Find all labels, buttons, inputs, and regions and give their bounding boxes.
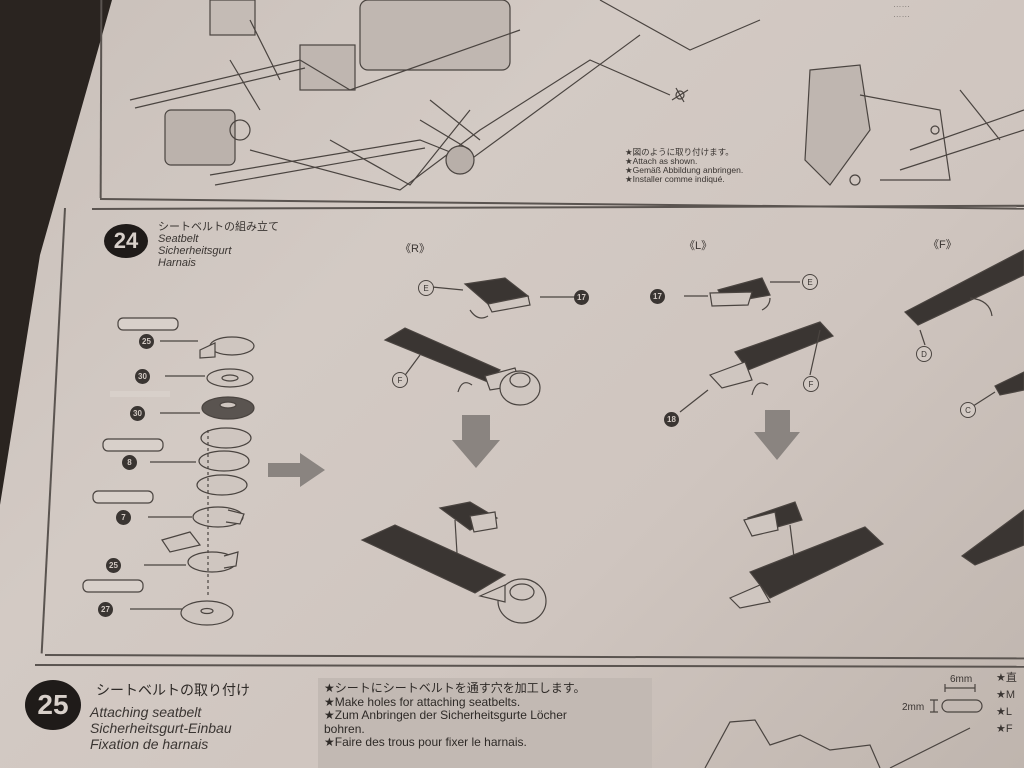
side-note-4: ★F bbox=[996, 723, 1013, 735]
callout-e-right: E bbox=[418, 280, 434, 296]
note-fr: ★Installer comme indiqué. bbox=[625, 174, 725, 184]
part-number-6: 25 bbox=[106, 558, 121, 573]
side-note-3: ★L bbox=[996, 706, 1012, 718]
note-en: ★Attach as shown. bbox=[625, 156, 698, 166]
attach-note: ★図のように取り付けます。 ★Attach as shown. ★Gemäß A… bbox=[625, 148, 743, 184]
corner-text-2: …… bbox=[893, 9, 910, 19]
suspension-drawing bbox=[804, 64, 1024, 186]
instruction-fr: ★Faire des trous pour fixer le harnais. bbox=[324, 735, 527, 749]
side-note-1: ★直 bbox=[996, 672, 1017, 684]
step-24-titles: Seatbelt Sicherheitsgurt Harnais bbox=[158, 233, 231, 269]
step-25-title-jp: シートベルトの取り付け bbox=[96, 682, 250, 698]
side-note-2: ★M bbox=[996, 689, 1016, 701]
part-number-3: 30 bbox=[130, 406, 145, 421]
part-number-7: 27 bbox=[98, 602, 113, 617]
callout-e-left: E bbox=[802, 274, 818, 290]
next-step-arrow bbox=[268, 453, 325, 487]
front-belt-drawing bbox=[903, 249, 1024, 566]
step-24-title-de: Sicherheitsgurt bbox=[158, 245, 232, 257]
callout-18-left: 18 bbox=[664, 412, 679, 427]
note-de: ★Gemäß Abbildung anbringen. bbox=[625, 165, 744, 175]
step-25-title-de: Sicherheitsgurt-Einbau bbox=[90, 720, 232, 736]
part-number-4: 8 bbox=[122, 455, 137, 470]
dimension-width: 6mm bbox=[950, 674, 973, 685]
view-label-front: 《F》 bbox=[928, 239, 957, 251]
engine-chassis-drawing bbox=[129, 0, 761, 191]
part-number-5: 7 bbox=[116, 510, 131, 525]
instruction-de-2: bohren. bbox=[324, 721, 365, 736]
callout-f-right: F bbox=[392, 372, 408, 388]
step-25-title-en: Attaching seatbelt bbox=[90, 704, 202, 720]
part-number-2: 30 bbox=[135, 369, 150, 384]
step-25-title-fr: Fixation de harnais bbox=[90, 736, 209, 752]
step-25-instruction-box: ★シートにシートベルトを通す穴を加工します。 ★Make holes for a… bbox=[318, 678, 652, 768]
instruction-en: ★Make holes for attaching seatbelts. bbox=[324, 694, 521, 709]
step-25-titles: Attaching seatbelt Sicherheitsgurt-Einba… bbox=[90, 704, 232, 752]
right-belt-drawing bbox=[360, 277, 575, 624]
callout-d-front: D bbox=[916, 346, 932, 362]
callout-17-right: 17 bbox=[574, 290, 589, 305]
note-jp: ★図のように取り付けます。 bbox=[625, 147, 734, 157]
seatbelt-buckle-stack bbox=[82, 317, 255, 626]
part-number-1: 25 bbox=[139, 334, 154, 349]
step-24-title-fr: Harnais bbox=[158, 257, 196, 269]
step-25-badge: 25 bbox=[25, 680, 81, 730]
step-24-title-en: Seatbelt bbox=[158, 233, 199, 245]
step25-drawing bbox=[704, 684, 983, 768]
callout-c-front: C bbox=[960, 402, 976, 418]
instruction-de-1: ★Zum Anbringen der Sicherheitsgurte Löch… bbox=[324, 708, 567, 722]
step-24-title-jp: シートベルトの組み立て bbox=[158, 221, 279, 233]
side-notes: ★直 ★M ★L ★F bbox=[996, 670, 1017, 738]
view-label-left: 《L》 bbox=[684, 240, 713, 252]
callout-17-left: 17 bbox=[650, 289, 665, 304]
step-24-badge: 24 bbox=[104, 224, 148, 258]
dimension-height: 2mm bbox=[902, 702, 925, 713]
left-belt-drawing bbox=[679, 277, 885, 609]
corner-text-1: …… bbox=[893, 0, 910, 9]
view-label-right: 《R》 bbox=[400, 243, 430, 255]
instruction-jp: ★シートにシートベルトを通す穴を加工します。 bbox=[324, 681, 586, 695]
callout-f-left: F bbox=[803, 376, 819, 392]
